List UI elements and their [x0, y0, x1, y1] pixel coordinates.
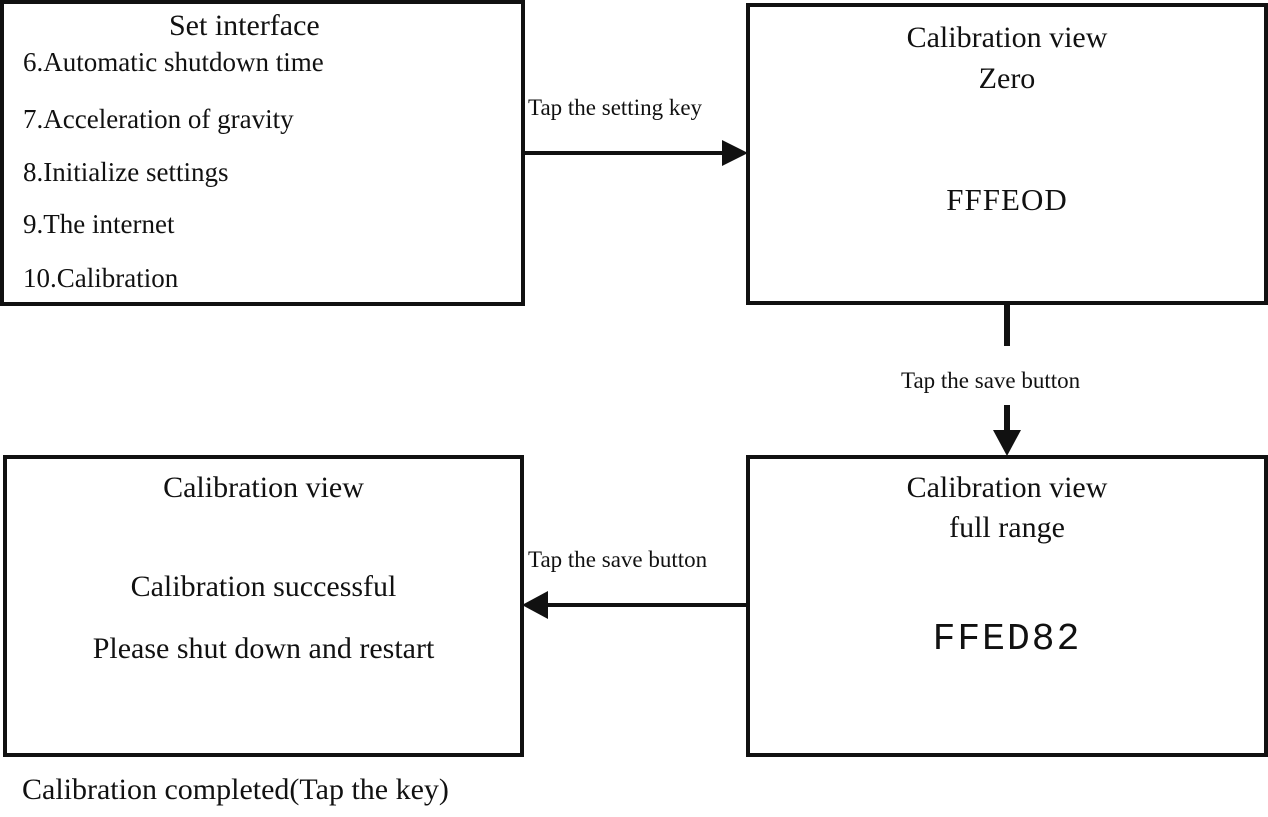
calibration-zero-box: Calibration view Zero FFFEOD — [746, 3, 1268, 305]
menu-item-internet: 9.The internet — [23, 209, 175, 239]
restart-message: Please shut down and restart — [92, 632, 435, 665]
arrow-save-down-head — [993, 430, 1021, 456]
set-interface-box: Set interface 6.Automatic shutdown time … — [0, 0, 525, 306]
arrow-label-save-down: Tap the save button — [901, 368, 1081, 393]
calibration-success-message: Calibration successful — [130, 570, 397, 603]
calibration-done-title: Calibration view — [163, 471, 364, 504]
menu-item-automatic-shutdown: 6.Automatic shutdown time — [23, 47, 324, 77]
set-interface-title: Set interface — [169, 9, 320, 42]
footer-caption: Calibration completed(Tap the key) — [22, 773, 449, 806]
calibration-full-title: Calibration view — [906, 471, 1108, 504]
calibration-zero-title: Calibration view — [906, 21, 1108, 54]
calibration-done-box: Calibration view Calibration successful … — [3, 455, 524, 757]
calibration-full-value: FFED82 — [932, 618, 1082, 661]
arrow-setting-key-head — [722, 140, 748, 166]
menu-item-calibration: 10.Calibration — [23, 263, 179, 293]
calibration-zero-value: FFFEOD — [946, 182, 1068, 217]
calibration-full-subtitle: full range — [949, 511, 1065, 544]
calibration-full-box: Calibration view full range FFED82 — [746, 455, 1268, 757]
calibration-zero-subtitle: Zero — [978, 62, 1036, 95]
menu-item-acceleration-gravity: 7.Acceleration of gravity — [23, 104, 294, 134]
menu-item-initialize-settings: 8.Initialize settings — [23, 157, 229, 187]
arrow-save-left-head — [522, 591, 548, 619]
arrow-label-setting-key: Tap the setting key — [528, 95, 703, 120]
arrow-label-save-left: Tap the save button — [528, 547, 708, 572]
